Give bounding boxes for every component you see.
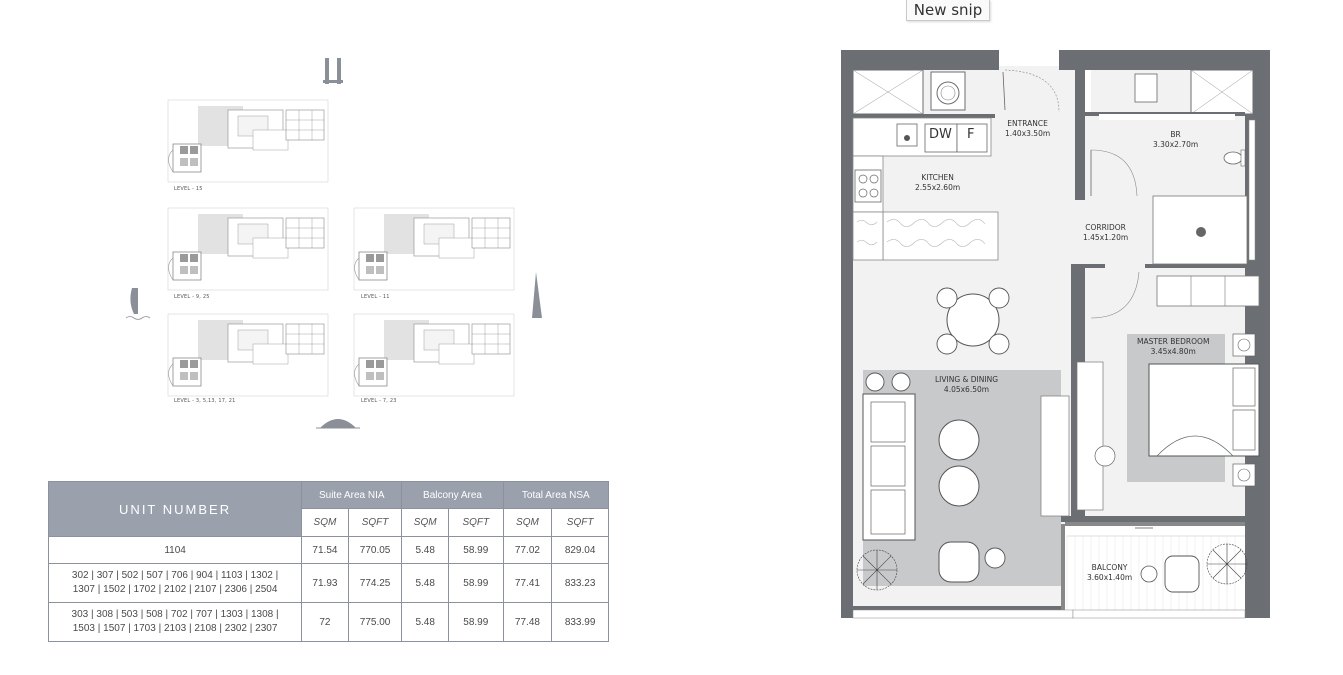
level-3-plan xyxy=(167,313,329,397)
value-cell: 5.48 xyxy=(401,602,449,642)
floor-plan-drawing xyxy=(841,50,1270,619)
room-name: CORRIDOR xyxy=(1085,223,1126,232)
unit-numbers-line: 302 | 307 | 502 | 507 | 706 | 904 | 1103… xyxy=(71,570,279,581)
value-cell: 833.99 xyxy=(551,602,609,642)
level-label: LEVEL - 15 xyxy=(174,186,203,192)
value-cell: 72 xyxy=(301,602,349,642)
table-row: 303 | 308 | 503 | 508 | 702 | 707 | 1303… xyxy=(47,602,609,642)
level-9-25-plan xyxy=(167,207,329,291)
floor-plan: DW F ENTRANCE 1.40x3.50m BR 3.30x2.70m K… xyxy=(835,46,1275,626)
landmark-spire-icon xyxy=(532,272,542,318)
room-size: 3.45x4.80m xyxy=(1150,347,1196,356)
unit-subheader: SQM xyxy=(301,508,349,537)
value-cell: 77.41 xyxy=(502,563,553,603)
value-cell: 58.99 xyxy=(447,563,504,603)
unit-subheader: SQM xyxy=(401,508,449,537)
landmark-sail-icon xyxy=(125,288,151,320)
key-plan: LEVEL - 15 LEVEL - 9, 25 LEVEL - 11 LEVE… xyxy=(110,50,570,440)
level-15-plan xyxy=(167,99,329,183)
room-br: BR 3.30x2.70m xyxy=(1153,130,1198,150)
room-size: 3.60x1.40m xyxy=(1087,573,1133,582)
balcony-area-header: Balcony Area xyxy=(401,481,504,509)
level-label: LEVEL - 9, 25 xyxy=(174,294,210,300)
value-cell: 5.48 xyxy=(401,536,449,564)
unit-subheader: SQFT xyxy=(551,508,609,537)
value-cell: 71.93 xyxy=(301,563,349,603)
key-plan-drawing xyxy=(125,58,542,429)
level-7-23-plan xyxy=(353,313,515,397)
value-cell: 77.48 xyxy=(502,602,553,642)
room-living-dining: LIVING & DINING 4.05x6.50m xyxy=(935,375,998,395)
unit-subheader: SQFT xyxy=(347,508,403,537)
level-11-plan xyxy=(353,207,515,291)
room-size: 1.40x3.50m xyxy=(1005,129,1051,138)
unit-numbers-cell: 1104 xyxy=(47,536,303,564)
room-name: LIVING & DINING xyxy=(935,375,999,384)
level-label: LEVEL - 11 xyxy=(361,294,390,300)
value-cell: 77.02 xyxy=(502,536,553,564)
unit-number-header: UNIT NUMBER xyxy=(47,481,303,537)
table-row: 302 | 307 | 502 | 507 | 706 | 904 | 1103… xyxy=(47,563,609,603)
value-cell: 770.05 xyxy=(347,536,403,564)
room-kitchen: KITCHEN 2.55x2.60m xyxy=(915,173,960,193)
value-cell: 58.99 xyxy=(447,602,504,642)
value-cell: 71.54 xyxy=(301,536,349,564)
value-cell: 775.00 xyxy=(347,602,403,642)
value-cell: 5.48 xyxy=(401,563,449,603)
units-area-table: UNIT NUMBER Suite Area NIA Balcony Area … xyxy=(47,481,610,642)
room-size: 1.45x1.20m xyxy=(1083,233,1129,242)
room-entrance: ENTRANCE 1.40x3.50m xyxy=(1005,119,1050,139)
unit-numbers-cell: 303 | 308 | 503 | 508 | 702 | 707 | 1303… xyxy=(47,602,303,642)
unit-subheader: SQM xyxy=(502,508,553,537)
plant-icon xyxy=(856,549,898,591)
room-size: 2.55x2.60m xyxy=(915,183,961,192)
value-cell: 774.25 xyxy=(347,563,403,603)
value-cell: 833.23 xyxy=(551,563,609,603)
room-corridor: CORRIDOR 1.45x1.20m xyxy=(1083,223,1128,243)
room-name: BALCONY xyxy=(1091,563,1128,572)
unit-numbers-line: 1307 | 1502 | 1702 | 2102 | 2107 | 2306 … xyxy=(72,584,278,595)
value-cell: 829.04 xyxy=(551,536,609,564)
landmark-dome-icon xyxy=(316,419,360,429)
level-label: LEVEL - 7, 23 xyxy=(361,398,397,404)
room-balcony: BALCONY 3.60x1.40m xyxy=(1087,563,1132,583)
landmark-towers-icon xyxy=(323,58,343,84)
level-label: LEVEL - 3, 5,13, 17, 21 xyxy=(174,398,236,404)
suite-area-header: Suite Area NIA xyxy=(301,481,403,509)
dishwasher-label: DW xyxy=(929,127,952,142)
room-name: BR xyxy=(1170,130,1181,139)
fridge-label: F xyxy=(967,127,975,142)
room-name: KITCHEN xyxy=(921,173,954,182)
room-size: 3.30x2.70m xyxy=(1153,140,1199,149)
room-master-bedroom: MASTER BEDROOM 3.45x4.80m xyxy=(1137,337,1209,357)
unit-numbers-cell: 302 | 307 | 502 | 507 | 706 | 904 | 1103… xyxy=(47,563,303,603)
plant-icon xyxy=(1206,543,1248,585)
unit-numbers-line: 1503 | 1507 | 1703 | 2103 | 2108 | 2302 … xyxy=(72,623,278,634)
room-name: MASTER BEDROOM xyxy=(1137,337,1210,346)
new-snip-button[interactable]: New snip xyxy=(906,0,990,21)
room-name: ENTRANCE xyxy=(1007,119,1048,128)
unit-numbers-line: 303 | 308 | 503 | 508 | 702 | 707 | 1303… xyxy=(71,609,279,620)
value-cell: 58.99 xyxy=(447,536,504,564)
room-size: 4.05x6.50m xyxy=(943,385,990,394)
table-row: 1104 71.54 770.05 5.48 58.99 77.02 829.0… xyxy=(47,536,609,564)
unit-subheader: SQFT xyxy=(447,508,504,537)
total-area-header: Total Area NSA xyxy=(502,481,610,509)
